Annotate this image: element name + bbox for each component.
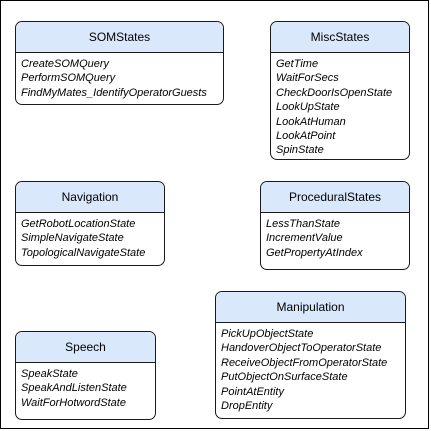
box-title: Manipulation (216, 292, 405, 323)
state-item: SimpleNavigateState (21, 232, 124, 245)
somstates-box: SOMStates CreateSOMQuery PerformSOMQuery… (15, 21, 224, 105)
state-item: GetPropertyAtIndex (266, 246, 363, 259)
state-item: WaitForHotwordState (21, 396, 126, 409)
box-title: MiscStates (271, 22, 409, 53)
manipulation-box: Manipulation PickUpObjectState HandoverO… (215, 291, 406, 419)
state-item: PutObjectOnSurfaceState (221, 371, 348, 384)
state-item: SpeakAndListenState (21, 382, 127, 395)
state-item: GetTime (276, 58, 319, 70)
miscstates-box: MiscStates GetTime WaitForSecs CheckDoor… (270, 21, 410, 160)
state-item: LookUpState (276, 101, 340, 114)
box-title: Navigation (16, 182, 164, 213)
state-item: DropEntity (221, 400, 273, 413)
box-title: SOMStates (16, 22, 223, 53)
state-item: LessThanState (266, 218, 340, 230)
box-title: Speech (16, 332, 155, 363)
state-item: ReceiveObjectFromOperatorState (221, 356, 388, 369)
state-item: PickUpObjectState (221, 328, 314, 340)
state-item: HandoverObjectToOperatorState (221, 342, 382, 355)
state-item: PointAtEntity (221, 385, 284, 398)
state-item: WaitForSecs (276, 72, 339, 85)
state-item: SpinState (276, 144, 324, 157)
proceduralstates-box: ProceduralStates LessThanState Increment… (260, 181, 410, 270)
state-item: SpeakState (21, 368, 78, 380)
state-item: LookAtPoint (276, 130, 336, 143)
state-item: CreateSOMQuery (21, 58, 110, 70)
box-title: ProceduralStates (261, 182, 409, 213)
state-item: GetRobotLocationState (21, 218, 136, 230)
state-item: IncrementValue (266, 232, 343, 245)
navigation-box: Navigation GetRobotLocationState SimpleN… (15, 181, 165, 266)
state-item: LookAtHuman (276, 115, 346, 128)
state-item: TopologicalNavigateState (21, 246, 146, 259)
speech-box: Speech SpeakState SpeakAndListenState Wa… (15, 331, 156, 420)
state-item: FindMyMates_IdentifyOperatorGuests (21, 86, 207, 99)
state-item: CheckDoorIsOpenState (276, 86, 393, 99)
state-item: PerformSOMQuery (21, 72, 116, 85)
